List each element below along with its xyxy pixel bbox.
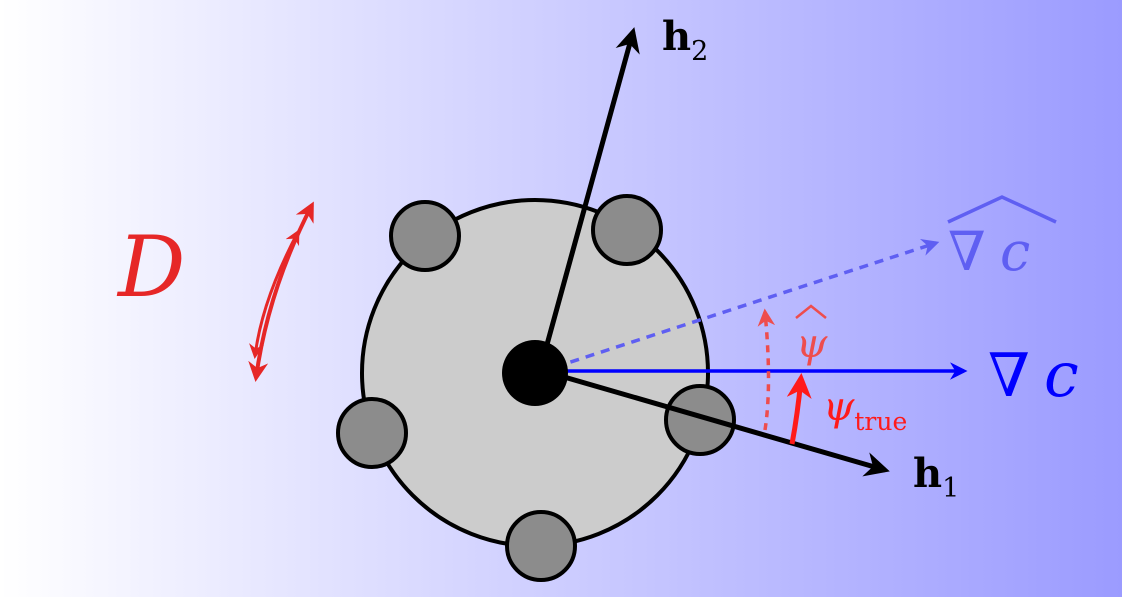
diffusion-double-arrow-inner xyxy=(249,229,300,359)
label-estimated-gradient-c: c xyxy=(1000,220,1030,283)
thruster-top-right xyxy=(591,194,663,266)
hat-accent xyxy=(947,195,1057,224)
estimated-gradient-arrow xyxy=(539,239,940,374)
label-psi-hat: ψ xyxy=(795,304,828,367)
psi-hat-accent xyxy=(795,304,827,319)
h1-axis-arrow xyxy=(539,367,890,477)
diffusion-double-arrow xyxy=(248,201,314,382)
label-h2: h2 xyxy=(662,13,708,67)
label-psi-true-subscript: true xyxy=(854,407,907,436)
thruster-bottom xyxy=(505,510,577,582)
label-psi-hat-text: ψ xyxy=(796,321,828,367)
psi-hat-angle-arc xyxy=(757,308,776,431)
label-h1: h1 xyxy=(913,450,959,504)
label-diffusion-D: D xyxy=(116,218,185,316)
psi-true-angle-arc xyxy=(786,373,812,445)
label-true-gradient-c: c xyxy=(1044,338,1079,411)
thruster-left xyxy=(336,397,408,469)
label-true-gradient-nabla: ∇ xyxy=(988,341,1030,411)
label-estimated-gradient: ∇ c xyxy=(947,195,1057,283)
thruster-right xyxy=(664,384,736,456)
h2-axis-arrow xyxy=(537,27,640,371)
thruster-top-left xyxy=(389,200,461,272)
label-h1-subscript: 1 xyxy=(942,473,959,504)
label-psi-true: ψtrue xyxy=(823,384,907,436)
label-h2-subscript: 2 xyxy=(691,36,708,67)
label-true-gradient: ∇ c xyxy=(988,338,1079,411)
robot-center-hub xyxy=(502,340,568,406)
label-estimated-gradient-nabla: ∇ xyxy=(948,220,986,283)
